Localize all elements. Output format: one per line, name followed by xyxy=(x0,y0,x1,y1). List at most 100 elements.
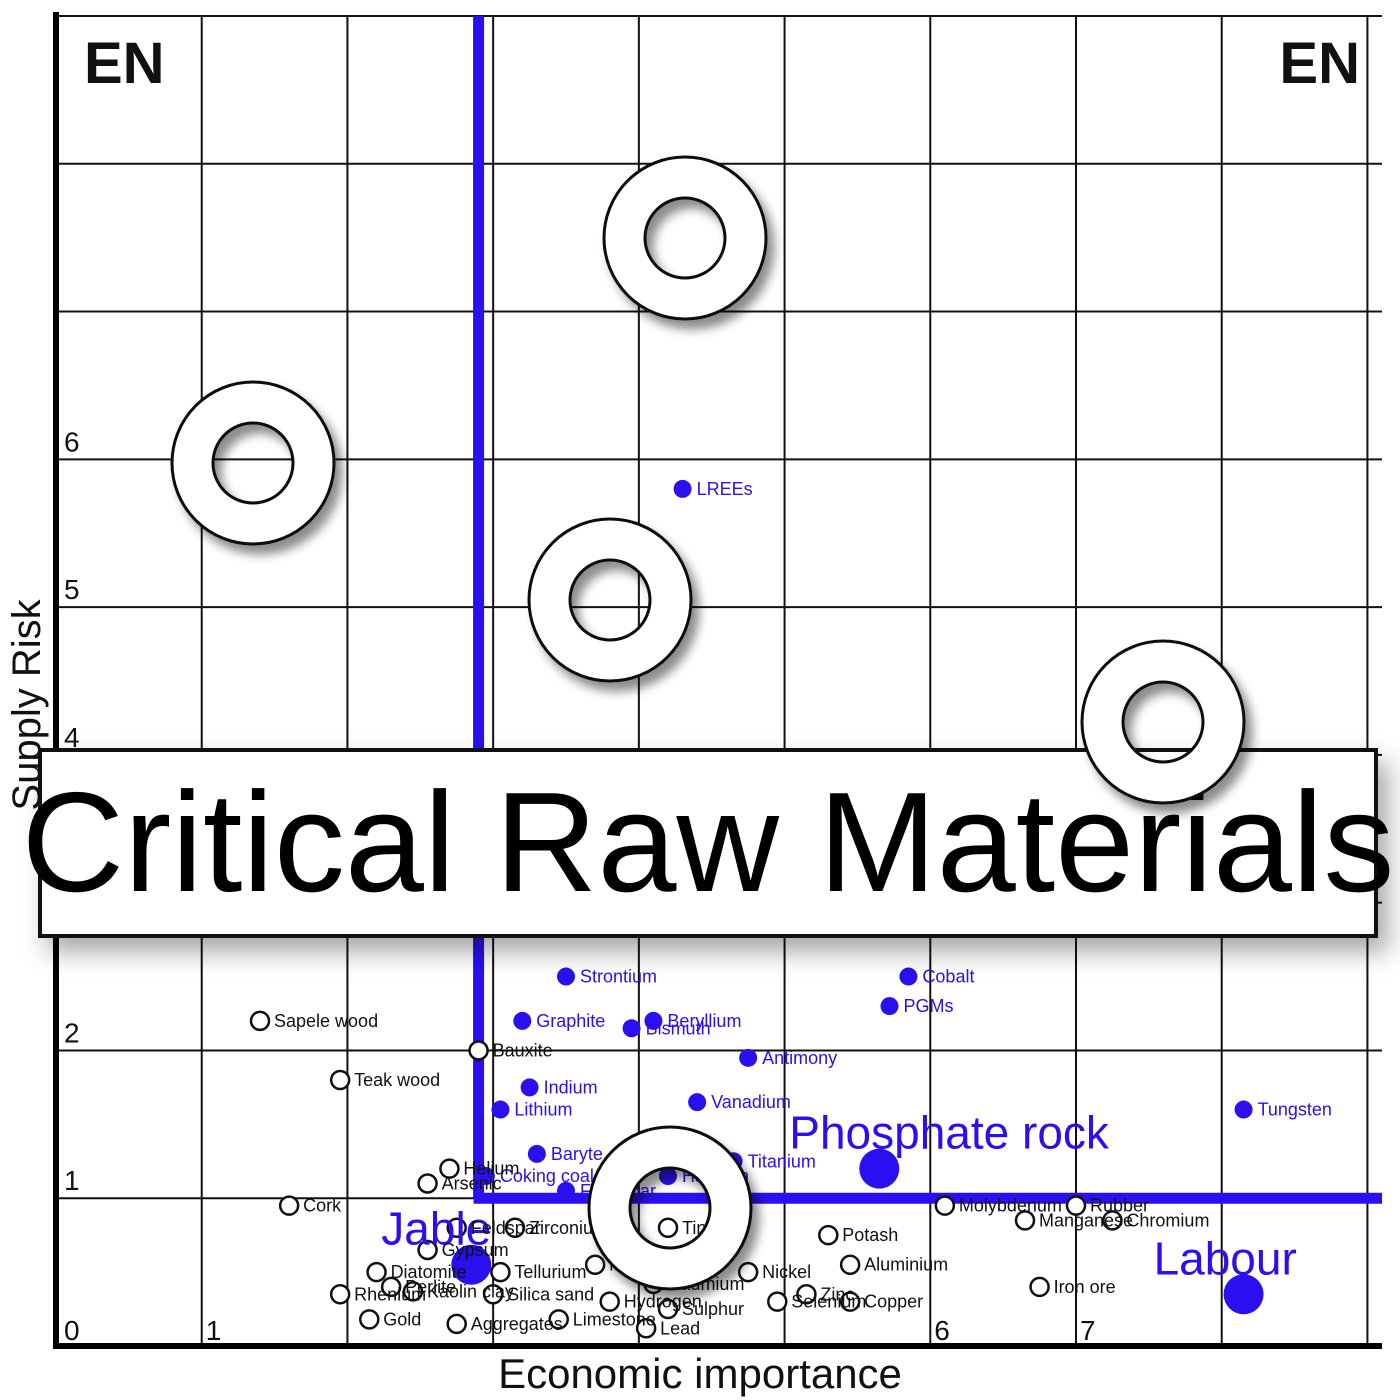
label-fluorspar: Fluorspar xyxy=(580,1181,656,1201)
point-graphite[interactable] xyxy=(513,1011,532,1030)
point-phosphate-rock[interactable] xyxy=(859,1148,900,1189)
label-baryte: Baryte xyxy=(551,1144,603,1164)
point-helium[interactable] xyxy=(439,1158,460,1179)
point-copper[interactable] xyxy=(839,1291,861,1312)
point-lead[interactable] xyxy=(635,1318,657,1339)
point-lithium[interactable] xyxy=(491,1100,510,1119)
point-cobalt[interactable] xyxy=(899,967,918,986)
point-iron-ore[interactable] xyxy=(1029,1276,1050,1298)
point-labour[interactable] xyxy=(1223,1274,1264,1315)
label-graphite: Graphite xyxy=(536,1011,605,1031)
point-lrees[interactable] xyxy=(673,479,692,498)
point-kaolin-clay[interactable] xyxy=(402,1281,424,1302)
label-perlite: Perlite xyxy=(405,1277,456,1297)
point-teak-wood[interactable] xyxy=(329,1069,351,1091)
label-tellurium: Tellurium xyxy=(514,1262,586,1282)
point-limestone[interactable] xyxy=(548,1309,569,1330)
label-bismuth: Bismuth xyxy=(646,1018,711,1038)
point-beryllium[interactable] xyxy=(644,1011,663,1030)
point-strontium[interactable] xyxy=(557,967,575,986)
label-coking-coal: Coking coal xyxy=(500,1166,594,1186)
label-bauxite: Bauxite xyxy=(493,1040,553,1060)
label-copper: Copper xyxy=(864,1292,923,1312)
label-lithium: Lithium xyxy=(514,1100,572,1120)
y-tick-label: 1 xyxy=(64,1165,80,1196)
point-chromium[interactable] xyxy=(1102,1210,1123,1231)
point-bauxite[interactable] xyxy=(468,1040,489,1061)
point-aggregates[interactable] xyxy=(446,1313,467,1335)
point-feldspar[interactable] xyxy=(446,1217,467,1239)
label-pgms: PGMs xyxy=(903,996,953,1016)
label-helium: Helium xyxy=(463,1159,519,1179)
point-sulphur[interactable] xyxy=(657,1298,679,1320)
point-potash[interactable] xyxy=(818,1224,839,1246)
label-lead: Lead xyxy=(660,1318,700,1338)
label-tin: Tin xyxy=(682,1218,706,1238)
point-aluminium[interactable] xyxy=(839,1254,861,1275)
point-baryte[interactable] xyxy=(527,1144,546,1163)
y-tick-label: 2 xyxy=(64,1017,80,1048)
point-arsenic[interactable] xyxy=(417,1173,438,1194)
y-tick-label: 6 xyxy=(64,426,80,457)
label-silica-sand: Silica sand xyxy=(507,1284,594,1304)
point-sapele-wood[interactable] xyxy=(249,1010,271,1032)
point-tungsten[interactable] xyxy=(1234,1100,1253,1119)
point-cadmium[interactable] xyxy=(643,1273,664,1295)
label-strontium: Strontium xyxy=(580,967,657,987)
point-manganese[interactable] xyxy=(1014,1210,1036,1231)
label-manganese: Manganese xyxy=(1039,1210,1133,1230)
point-rubber[interactable] xyxy=(1065,1195,1087,1216)
label-vanadium: Vanadium xyxy=(711,1092,791,1112)
language-label-left[interactable]: EN xyxy=(84,31,165,96)
point-zirconium[interactable] xyxy=(504,1217,526,1239)
point-pgms[interactable] xyxy=(880,997,899,1016)
point-jable[interactable] xyxy=(451,1244,492,1285)
label-arsenic: Arsenic xyxy=(442,1173,502,1193)
point-molybdenum[interactable] xyxy=(934,1195,956,1216)
y-tick-label: 4 xyxy=(64,722,80,753)
label-gold: Gold xyxy=(383,1309,421,1329)
label-rubber: Rubber xyxy=(1090,1196,1149,1216)
banner-title: Critical Raw Materials xyxy=(21,763,1395,922)
point-fluorspar[interactable] xyxy=(557,1181,575,1200)
label-diatomite: Diatomite xyxy=(391,1262,467,1282)
label-iron-ore: Iron ore xyxy=(1054,1277,1116,1297)
x-tick-label: 6 xyxy=(934,1315,950,1346)
point-indium[interactable] xyxy=(520,1078,539,1097)
point-hafnium[interactable] xyxy=(659,1167,677,1186)
label-titanium: Titanium xyxy=(748,1151,816,1171)
language-label-right[interactable]: EN xyxy=(1279,31,1360,96)
point-perlite[interactable] xyxy=(380,1276,402,1298)
label-feldspar: Feldspar xyxy=(471,1218,541,1238)
point-rhenium[interactable] xyxy=(329,1284,351,1305)
point-selenium[interactable] xyxy=(767,1291,788,1312)
point-zinc[interactable] xyxy=(796,1284,817,1305)
label-kaolin-clay: Kaolin clay xyxy=(427,1281,514,1301)
point-vanadium[interactable] xyxy=(688,1093,707,1112)
label-zirconium: Zirconium xyxy=(529,1218,608,1238)
point-magnesite[interactable] xyxy=(584,1254,606,1275)
point-bismuth[interactable] xyxy=(622,1019,641,1038)
label-aggregates: Aggregates xyxy=(471,1314,563,1334)
point-antimony[interactable] xyxy=(739,1048,758,1067)
point-silica-sand[interactable] xyxy=(482,1284,504,1305)
origin-tick-label: 0 xyxy=(64,1315,80,1346)
point-gold[interactable] xyxy=(359,1309,380,1330)
label-potash: Potash xyxy=(842,1225,898,1245)
point-diatomite[interactable] xyxy=(366,1261,387,1283)
point-cork[interactable] xyxy=(278,1195,300,1216)
label-cobalt: Cobalt xyxy=(922,967,974,987)
point-hydrogen[interactable] xyxy=(599,1291,620,1312)
label-gypsum: Gypsum xyxy=(442,1240,509,1260)
label-cork: Cork xyxy=(303,1196,342,1216)
label-sulphur: Sulphur xyxy=(682,1299,744,1319)
point-gypsum[interactable] xyxy=(417,1239,438,1261)
point-tellurium[interactable] xyxy=(490,1261,511,1283)
x-tick-label: 7 xyxy=(1080,1315,1096,1346)
point-coking-coal[interactable] xyxy=(476,1167,495,1186)
title-banner: Critical Raw Materials xyxy=(22,748,1394,938)
point-tin[interactable] xyxy=(657,1217,679,1239)
label-limestone: Limestone xyxy=(573,1309,656,1329)
